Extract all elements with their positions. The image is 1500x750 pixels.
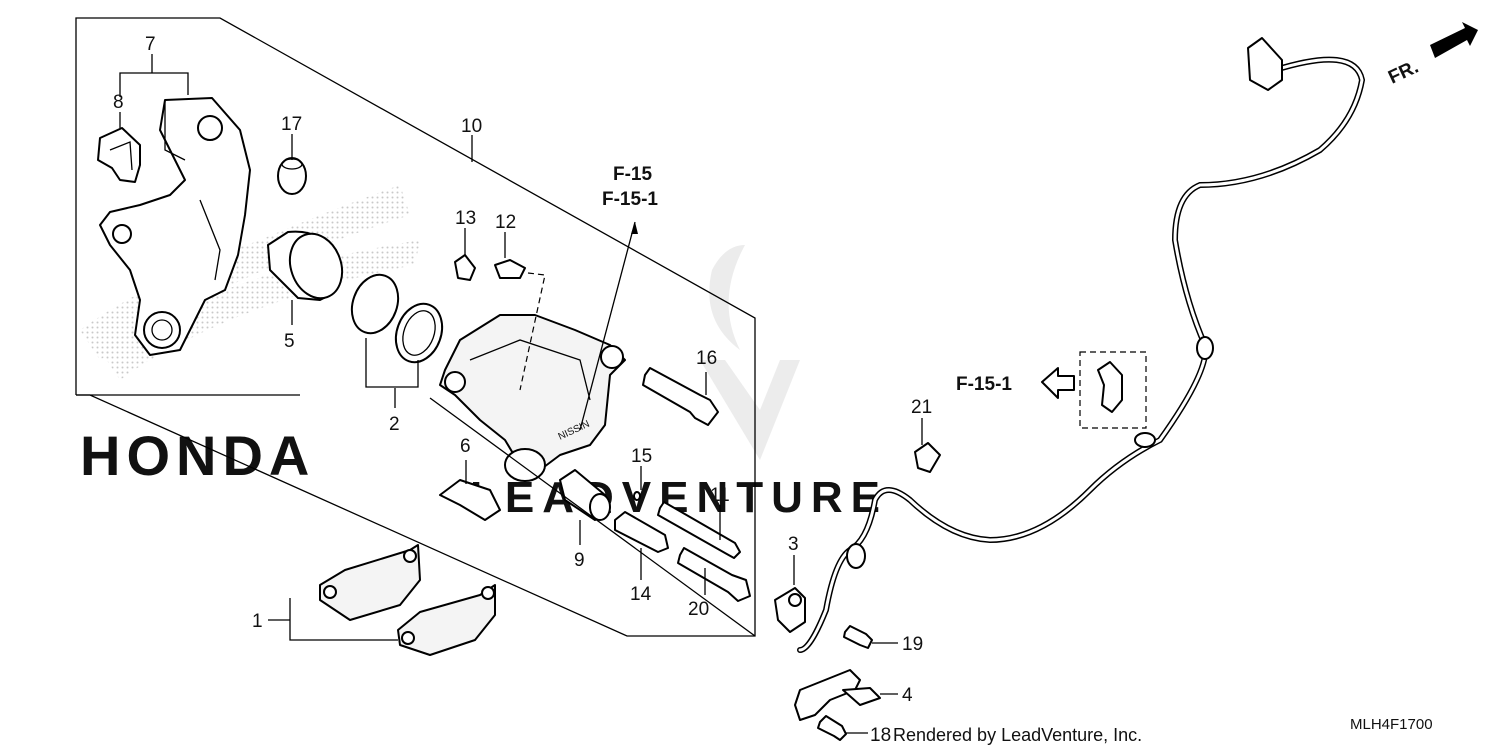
callout-10: 10 bbox=[461, 116, 482, 137]
ref-f15: F-15 bbox=[613, 164, 653, 185]
callout-6: 6 bbox=[460, 436, 471, 457]
piston-seals bbox=[350, 273, 444, 364]
callout-8: 8 bbox=[113, 92, 124, 113]
brake-pad-rear bbox=[319, 544, 421, 621]
bleeder-leader bbox=[519, 272, 546, 391]
callout-2: 2 bbox=[389, 414, 400, 435]
callout-20: 20 bbox=[688, 599, 709, 620]
leader-lines bbox=[76, 54, 923, 734]
callout-21: 21 bbox=[911, 397, 932, 418]
caliper-bolt bbox=[677, 547, 751, 602]
callout-7: 7 bbox=[145, 34, 156, 55]
leadventure-watermark: LEADVENTURE bbox=[470, 245, 880, 522]
callout-1: 1 bbox=[252, 611, 263, 632]
detail-arrow bbox=[1041, 367, 1075, 399]
cable-clamp bbox=[914, 442, 941, 473]
callout-5: 5 bbox=[284, 331, 295, 352]
callout-19: 19 bbox=[902, 634, 923, 655]
pin-boot-large bbox=[559, 469, 611, 521]
callout-13: 13 bbox=[455, 208, 476, 229]
slide-pin-bolt bbox=[642, 367, 719, 426]
cable-grommet bbox=[846, 336, 1214, 569]
callout-14: 14 bbox=[630, 584, 652, 605]
abs-sensor bbox=[774, 587, 806, 633]
caliper-piston bbox=[267, 230, 344, 301]
bleeder-cap bbox=[454, 254, 476, 281]
callout-12: 12 bbox=[495, 212, 516, 233]
slide-pin bbox=[657, 501, 741, 559]
callout-18: 18 bbox=[870, 725, 891, 746]
clip-detail bbox=[1097, 361, 1123, 413]
pin-boot bbox=[277, 157, 307, 195]
o-ring bbox=[633, 491, 641, 501]
pin-sleeve bbox=[614, 511, 669, 553]
callout-11: 11 bbox=[710, 485, 730, 506]
callout-9: 9 bbox=[574, 550, 585, 571]
sensor-cover-bracket bbox=[794, 669, 881, 721]
bleeder-screw bbox=[494, 259, 526, 279]
callout-3: 3 bbox=[788, 534, 799, 555]
brake-pad-front bbox=[397, 584, 496, 656]
caliper-bracket bbox=[99, 97, 251, 356]
caliper-group-outline bbox=[75, 17, 756, 637]
pad-retainer-clip bbox=[97, 127, 141, 183]
ref-f15-1: F-15-1 bbox=[602, 189, 658, 210]
front-label: FR. bbox=[1385, 57, 1422, 89]
callout-17: 17 bbox=[281, 114, 302, 135]
callout-16: 16 bbox=[696, 348, 717, 369]
abs-sensor-cable bbox=[797, 56, 1366, 653]
clip-detail-box bbox=[1079, 351, 1147, 429]
front-arrow bbox=[1430, 22, 1478, 58]
sensor-bolt bbox=[843, 625, 873, 649]
pad-spring bbox=[439, 479, 501, 521]
callout-15: 15 bbox=[631, 446, 652, 467]
render-credit: Rendered by LeadVenture, Inc. bbox=[893, 725, 1142, 745]
callout-4: 4 bbox=[902, 685, 913, 706]
sensor-connector bbox=[1247, 37, 1283, 91]
bracket-bolt bbox=[817, 715, 847, 741]
diagram-code: MLH4F1700 bbox=[1350, 716, 1433, 733]
callout-labels: 7 8 17 10 13 12 5 2 16 6 15 11 9 14 20 1… bbox=[113, 34, 932, 746]
honda-watermark-text: HONDA bbox=[80, 424, 315, 487]
ref-f15-1-detail: F-15-1 bbox=[956, 374, 1012, 395]
caliper-body: NISSIN bbox=[439, 314, 626, 482]
